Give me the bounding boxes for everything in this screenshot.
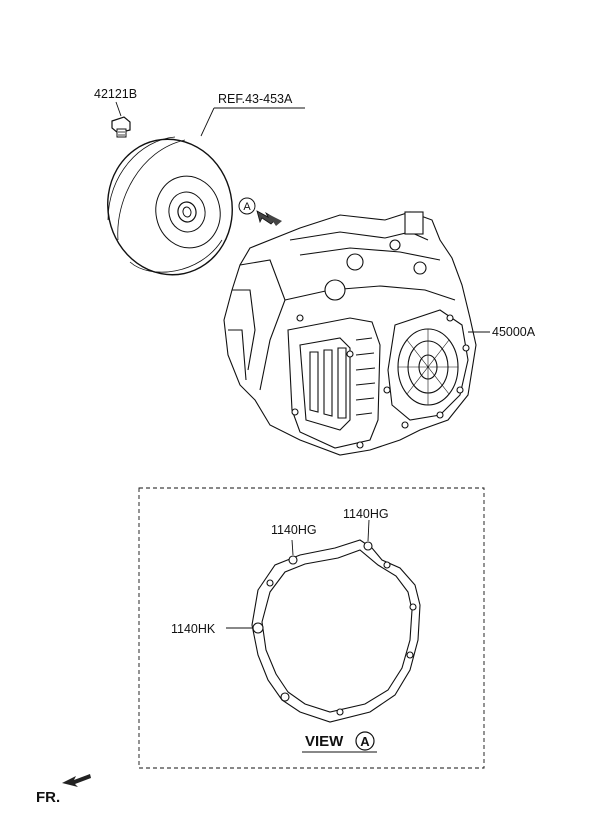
front-arrow-icon: [62, 774, 91, 787]
leader-1140hg-right: [367, 519, 370, 542]
transaxle-assembly[interactable]: [223, 211, 477, 456]
label-45000a: 45000A: [492, 325, 536, 339]
label-1140hg-left: 1140HG: [271, 523, 317, 537]
label-42121b: 42121B: [94, 87, 137, 101]
label-1140hk: 1140HK: [171, 622, 216, 636]
leader-42121b: [115, 101, 122, 117]
leader-1140hg-left: [291, 539, 294, 556]
bolt-42121b[interactable]: [111, 116, 131, 138]
view-a-marker[interactable]: A: [238, 197, 256, 215]
view-letter: A: [360, 734, 370, 749]
fr-label: FR.: [36, 789, 60, 806]
housing-gasket[interactable]: [251, 539, 421, 723]
torque-converter[interactable]: [95, 128, 245, 287]
view-title: VIEW: [305, 733, 344, 750]
leader-ref: [200, 107, 215, 137]
view-letter-circle: [355, 731, 375, 751]
view-a-marker-letter: A: [243, 201, 251, 213]
view-a-box: [138, 487, 485, 769]
direction-arrow-icon: [256, 210, 282, 226]
label-ref: REF.43-453A: [218, 92, 293, 106]
label-1140hg-right: 1140HG: [343, 507, 389, 521]
